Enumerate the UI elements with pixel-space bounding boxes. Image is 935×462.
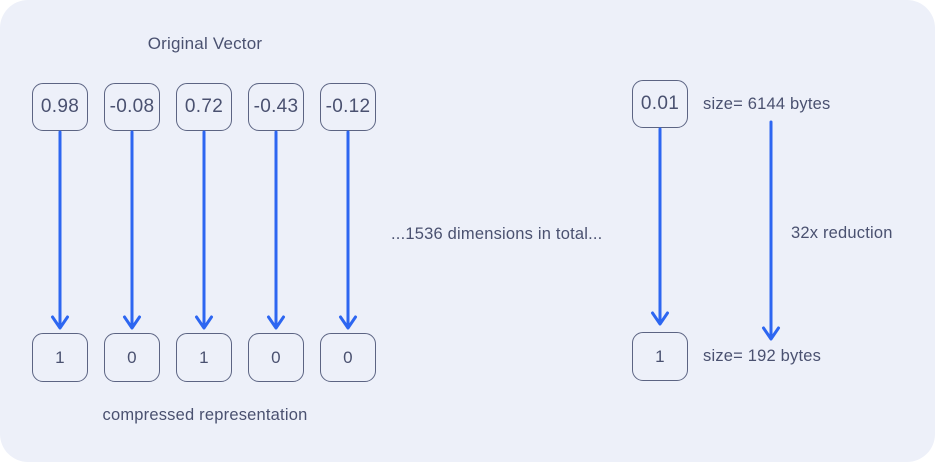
down-arrow-icon bbox=[123, 130, 141, 330]
original-value-box: -0.43 bbox=[248, 83, 304, 131]
down-arrow-icon bbox=[195, 130, 213, 330]
original-value-box: -0.12 bbox=[320, 83, 376, 131]
original-vector-title: Original Vector bbox=[147, 34, 263, 53]
down-arrow-icon bbox=[267, 130, 285, 330]
compressed-bit-box: 0 bbox=[248, 333, 304, 382]
original-size-label: size= 6144 bytes bbox=[703, 95, 831, 113]
summary-original-value-box: 0.01 bbox=[632, 80, 688, 128]
reduction-down-arrow-icon bbox=[762, 120, 780, 341]
summary-compressed-value-box: 1 bbox=[632, 332, 688, 381]
compressed-bit-box: 1 bbox=[176, 333, 232, 382]
dimensions-note: ...1536 dimensions in total... bbox=[391, 225, 603, 243]
down-arrow-icon bbox=[51, 130, 69, 330]
reduction-label: 32x reduction bbox=[791, 224, 893, 242]
compressed-representation-caption: compressed representation bbox=[102, 406, 308, 424]
compressed-size-label: size= 192 bytes bbox=[703, 347, 822, 365]
original-value-box: 0.72 bbox=[176, 83, 232, 131]
original-value-box: 0.98 bbox=[32, 83, 88, 131]
down-arrow-icon bbox=[651, 127, 669, 326]
compressed-bit-box: 1 bbox=[32, 333, 88, 382]
original-value-box: -0.08 bbox=[104, 83, 160, 131]
compressed-bit-box: 0 bbox=[320, 333, 376, 382]
compressed-bit-box: 0 bbox=[104, 333, 160, 382]
down-arrow-icon bbox=[339, 130, 357, 330]
